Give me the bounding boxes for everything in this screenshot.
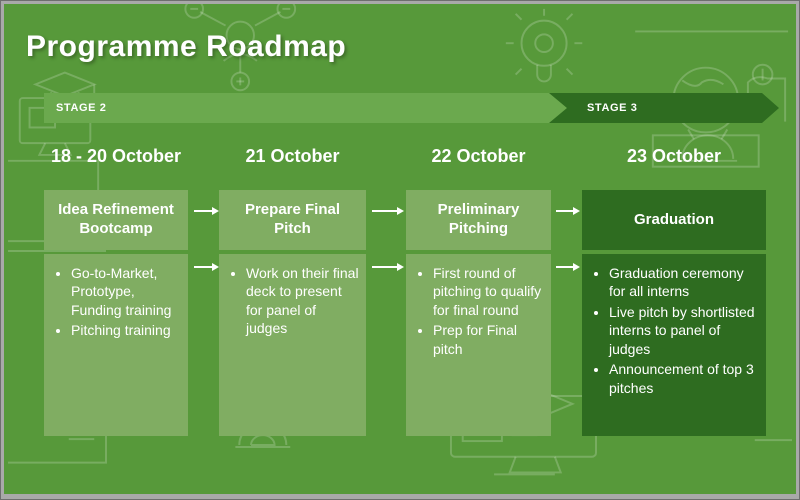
stage3-label: STAGE 3	[587, 102, 638, 114]
page-title: Programme Roadmap	[26, 30, 347, 63]
column-header-box: Preliminary Pitching	[406, 190, 551, 250]
column-header-box: Idea Refinement Bootcamp	[44, 190, 188, 250]
bullet-item: Graduation ceremony for all interns	[609, 264, 760, 301]
slide: Programme Roadmap STAGE 2 STAGE 3 18 - 2…	[4, 4, 796, 494]
header-arrow-2	[372, 207, 404, 215]
column-body-box: Work on their final deck to present for …	[219, 254, 366, 436]
bullet-item: Go-to-Market, Prototype, Funding trainin…	[71, 264, 182, 319]
stage3-arrow-band: STAGE 3	[549, 93, 779, 123]
column-date: 23 October	[626, 146, 722, 166]
stage2-arrow-band: STAGE 2	[44, 93, 567, 123]
body-arrow-2	[372, 263, 404, 271]
column-date: 21 October	[245, 146, 340, 166]
bullet-item: Work on their final deck to present for …	[246, 264, 360, 338]
bullet-item: First round of pitching to qualify for f…	[433, 264, 545, 319]
bullet-item: Pitching training	[71, 321, 182, 339]
bullet-item: Prep for Final pitch	[433, 321, 545, 358]
bullet-item: Live pitch by shortlisted interns to pan…	[609, 303, 760, 358]
slide-content: Programme Roadmap STAGE 2 STAGE 3 18 - 2…	[4, 4, 796, 494]
column-header-box: Graduation	[582, 190, 766, 250]
body-arrow-3	[556, 263, 580, 271]
column-date: 18 - 20 October	[50, 146, 182, 166]
bullet-item: Announcement of top 3 pitches	[609, 360, 760, 397]
column-body-box: Graduation ceremony for all interns Live…	[582, 254, 766, 436]
column-body-box: First round of pitching to qualify for f…	[406, 254, 551, 436]
column-header-box: Prepare Final Pitch	[219, 190, 366, 250]
body-arrow-1	[194, 263, 219, 271]
header-arrow-1	[194, 207, 219, 215]
stage2-label: STAGE 2	[56, 102, 107, 114]
column-date: 22 October	[431, 146, 526, 166]
header-arrow-3	[556, 207, 580, 215]
column-body-box: Go-to-Market, Prototype, Funding trainin…	[44, 254, 188, 436]
